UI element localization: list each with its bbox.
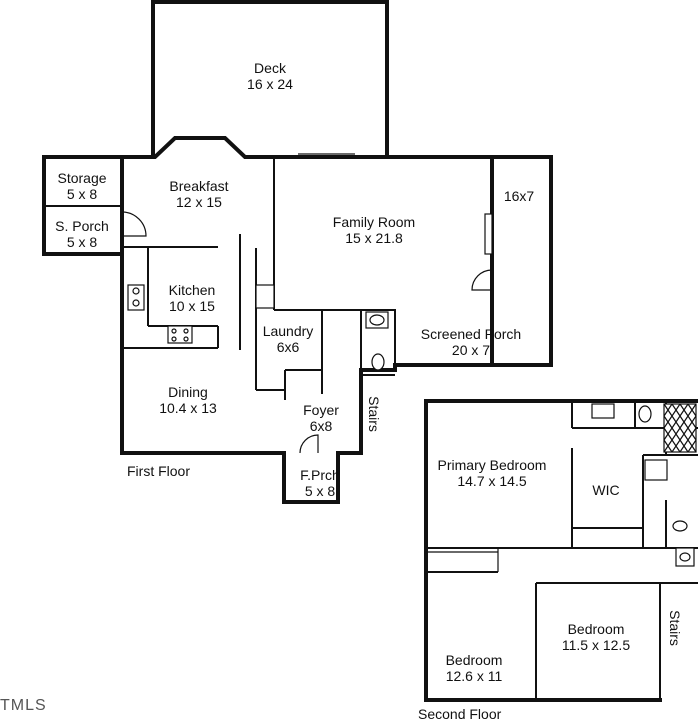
porch-16x7-label: 16x7 (504, 188, 534, 204)
kitchen-size: 10 x 15 (169, 298, 215, 314)
front-porch-name: F.Prch (300, 467, 340, 483)
laundry-name: Laundry (262, 323, 314, 339)
first-floor-caption: First Floor (127, 463, 190, 479)
family-room-label: Family Room 15 x 21.8 (333, 214, 415, 246)
kitchen-label: Kitchen 10 x 15 (169, 282, 216, 314)
wic-name: WIC (592, 482, 620, 498)
screened-porch-size: 20 x 7 (451, 342, 491, 358)
porch-16x7-name: 16x7 (503, 188, 535, 204)
family-room-name: Family Room (332, 214, 416, 230)
primary-bedroom-size: 14.7 x 14.5 (457, 473, 527, 489)
brand-logo: TMLS (0, 697, 47, 714)
foyer-name: Foyer (303, 402, 339, 418)
bedroom-2-size: 11.5 x 12.5 (561, 637, 631, 653)
laundry-label: Laundry 6x6 (263, 323, 314, 355)
dining-label: Dining 10.4 x 13 (159, 384, 217, 416)
s-porch-label: S. Porch 5 x 8 (55, 218, 109, 250)
bedroom-1-label: Bedroom 12.6 x 11 (446, 652, 503, 684)
second-floor-caption: Second Floor (418, 706, 502, 722)
foyer-label: Foyer 6x8 (303, 402, 339, 434)
deck-size: 16 x 24 (247, 76, 293, 92)
deck-name: Deck (254, 60, 286, 76)
bedroom-1-size: 12.6 x 11 (445, 668, 503, 684)
deck-label: Deck 16 x 24 (247, 60, 293, 92)
second-floor-walls (424, 399, 698, 702)
breakfast-size: 12 x 15 (176, 194, 222, 210)
front-porch-size: 5 x 8 (304, 483, 336, 499)
primary-bedroom-label: Primary Bedroom 14.7 x 14.5 (438, 457, 547, 489)
storage-name: Storage (57, 170, 107, 186)
kitchen-name: Kitchen (168, 282, 216, 298)
storage-size: 5 x 8 (66, 186, 98, 202)
bedroom-2-name: Bedroom (567, 621, 625, 637)
foyer-size: 6x8 (309, 418, 333, 434)
first-floor-stairs-label: Stairs (365, 396, 382, 432)
front-porch-label: F.Prch 5 x 8 (300, 467, 340, 499)
screened-porch-name: Screened Porch (420, 326, 522, 342)
first-floor-walls (42, 0, 553, 504)
laundry-size: 6x6 (276, 339, 300, 355)
second-floor-stairs-label: Stairs (666, 610, 683, 646)
storage-label: Storage 5 x 8 (57, 170, 106, 202)
primary-bedroom-name: Primary Bedroom (437, 457, 547, 473)
breakfast-name: Breakfast (169, 178, 229, 194)
dining-size: 10.4 x 13 (159, 400, 217, 416)
breakfast-label: Breakfast 12 x 15 (169, 178, 228, 210)
bedroom-1-name: Bedroom (445, 652, 503, 668)
s-porch-name: S. Porch (55, 218, 109, 234)
screened-porch-label: Screened Porch 20 x 7 (421, 326, 521, 358)
dining-name: Dining (168, 384, 208, 400)
bedroom-2-label: Bedroom 11.5 x 12.5 (562, 621, 630, 653)
s-porch-size: 5 x 8 (66, 234, 98, 250)
family-room-size: 15 x 21.8 (345, 230, 403, 246)
wic-label: WIC (592, 482, 619, 498)
